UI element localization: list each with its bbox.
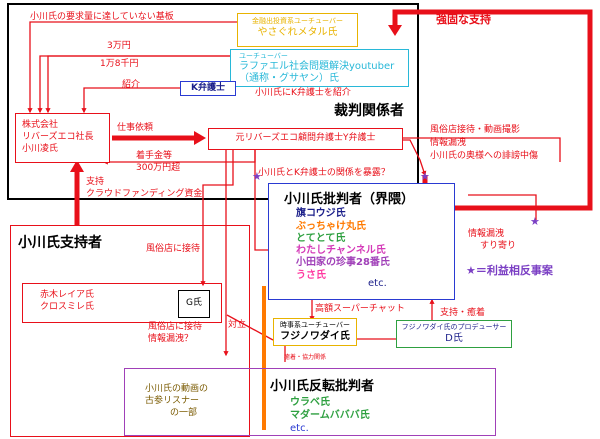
y-question: 小川氏とK弁護士の関係を暴露？: [258, 168, 390, 178]
critic-name-6: うさ氏: [296, 270, 326, 281]
high-superchat-label: 高額スーパーチャット: [315, 304, 405, 314]
fuzoku-leak-line1: 風俗店に接待: [148, 322, 203, 332]
saiban-frame: [7, 3, 419, 200]
amount-1: 3万円: [107, 41, 131, 51]
producer-box: フジノワダイ氏のプロデューサー D氏: [396, 320, 512, 348]
fee-line1: 着手金等: [136, 151, 173, 161]
taiji-label: 対立: [228, 320, 247, 330]
k-lawyer-intro: 小川氏にK弁護士を紹介: [255, 88, 351, 98]
top-left-label: 小川氏の要求量に達していない基板: [30, 12, 174, 22]
anti-critic-name-2: マダームバババ氏: [290, 410, 370, 421]
strong-support-label: 強固な支持: [436, 13, 491, 26]
support-cf-line1: 支持: [86, 177, 105, 187]
info-leak-line2: すり寄り: [480, 241, 517, 251]
company-box: 株式会社 リバーズエコ社長 小川凌氏: [15, 113, 110, 163]
yugu-small-label: 癒着・協力関係: [284, 354, 327, 361]
critics-etc: etc.: [368, 278, 387, 289]
company-line3: 小川凌氏: [22, 144, 59, 154]
job-request-label: 仕事依頼: [117, 123, 154, 133]
fuzoku-info-line1: 風俗店接待・動画撮影: [430, 125, 521, 135]
akagi-group-box: [22, 283, 222, 323]
fujinowadai-label: 時事系ユーチューバー: [280, 321, 350, 329]
akagi-line1: 赤木レイア氏: [40, 290, 95, 300]
amount-2: 1万8千円: [100, 59, 139, 69]
yasagure-label: 金融出投資系ユーチューバー: [252, 17, 343, 25]
info-leak-line1: 情報漏洩: [468, 229, 505, 239]
svg-text:★: ★: [530, 215, 540, 228]
company-line2: リバーズエコ社長: [22, 132, 94, 142]
fujinowadai-name: フジノワダイ氏: [280, 331, 350, 342]
critics-frame: [268, 183, 455, 300]
anti-critics-etc: etc.: [290, 423, 309, 434]
old-listeners-line1: 小川氏の動画の: [145, 384, 209, 394]
raphael-box: ユーチューバー ラファエル社会問題解決youtuber （通称・グサヤン）氏: [230, 49, 409, 87]
fuzoku-info-line3: 小川氏の奥様への誹謗中傷: [430, 151, 539, 161]
critic-name-1: 旗コウジ氏: [296, 208, 346, 219]
old-listeners-line2: 古参リスナー: [145, 396, 200, 406]
anti-critic-name-1: ウラベ氏: [290, 397, 330, 408]
producer-name: D氏: [445, 333, 463, 344]
yasagure-name: やさぐれメタル氏: [257, 27, 338, 38]
akagi-line2: クロスミレ氏: [40, 302, 95, 312]
conflict-legend: ★＝利益相反事案: [466, 264, 553, 277]
support-yugu-label: 支持・癒着: [440, 308, 486, 318]
k-lawyer-box: K弁護士: [180, 81, 236, 96]
y-lawyer-box: 元リバーズエコ顧問弁護士Y弁護士: [208, 128, 403, 150]
saiban-title: 裁判関係者: [334, 103, 404, 119]
supporters-frame: [10, 225, 250, 437]
svg-text:★: ★: [420, 170, 430, 183]
fuzoku-leak-line2: 情報漏洩？: [148, 334, 194, 344]
introduce-label: 紹介: [122, 80, 141, 90]
fujinowadai-box: 時事系ユーチューバー フジノワダイ氏: [273, 318, 357, 346]
fee-line2: 300万円超: [136, 163, 181, 173]
raphael-label: ユーチューバー: [239, 52, 288, 60]
producer-label: フジノワダイ氏のプロデューサー: [401, 323, 507, 331]
fuzoku-settai-label: 風俗店に接待: [146, 244, 201, 254]
critic-name-2: ぶっちゃけ丸氏: [296, 221, 366, 232]
yasagure-box: 金融出投資系ユーチューバー やさぐれメタル氏: [237, 13, 358, 47]
raphael-name1: ラファエル社会問題解決youtuber: [239, 61, 395, 72]
support-cf-line2: クラウドファンディング資金: [86, 189, 203, 199]
supporters-title: 小川氏支持者: [18, 235, 102, 251]
fuzoku-info-line2: 情報漏洩: [430, 138, 467, 148]
raphael-name2: （通称・グサヤン）氏: [239, 73, 339, 84]
critic-name-3: とてとて氏: [296, 233, 346, 244]
company-line1: 株式会社: [22, 120, 59, 130]
critic-name-5: 小田家の珍事28番氏: [296, 257, 390, 268]
g-person-box: G氏: [178, 290, 210, 318]
critics-title: 小川氏批判者（界隈）: [284, 192, 415, 207]
svg-text:★: ★: [252, 170, 262, 183]
anti-critics-title: 小川氏反転批判者: [270, 379, 375, 394]
old-listeners-line3: の一部: [170, 408, 198, 418]
listeners-frame: [124, 368, 496, 436]
critic-name-4: わたしチャンネル氏: [296, 245, 386, 256]
